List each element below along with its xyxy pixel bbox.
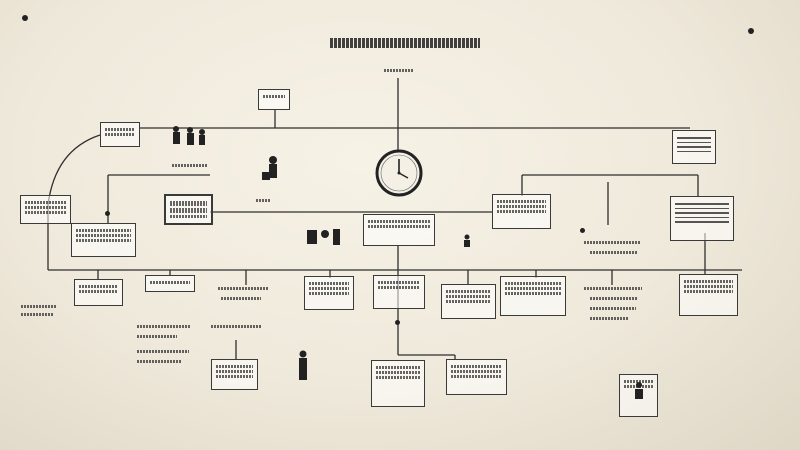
person-figure-icon bbox=[635, 382, 643, 399]
diagram-node bbox=[20, 195, 71, 224]
diagram-node bbox=[145, 275, 195, 292]
diagram-node bbox=[71, 223, 136, 257]
pushpin-icon bbox=[105, 211, 110, 216]
diagram-node bbox=[679, 274, 738, 316]
note-text bbox=[21, 313, 54, 316]
person-figure-icon bbox=[464, 234, 470, 247]
diagram-title bbox=[330, 38, 480, 48]
note-text bbox=[256, 199, 270, 202]
note-text bbox=[137, 360, 181, 363]
note-text bbox=[590, 317, 628, 320]
note-text bbox=[172, 164, 208, 167]
document-icon bbox=[670, 196, 734, 241]
diagram-node bbox=[363, 214, 435, 246]
pushpin-icon bbox=[22, 15, 28, 21]
clock-icon bbox=[375, 149, 423, 197]
note-text bbox=[137, 350, 189, 353]
person-figure-icon bbox=[262, 156, 277, 180]
note-text bbox=[584, 287, 642, 290]
diagram-node bbox=[500, 276, 566, 316]
note-text bbox=[211, 325, 261, 328]
pushpin-icon bbox=[748, 28, 754, 34]
document-icon bbox=[672, 130, 716, 164]
note-text bbox=[137, 325, 191, 328]
diagram-node bbox=[100, 122, 140, 147]
note-text bbox=[137, 335, 177, 338]
diagram-node bbox=[492, 194, 551, 229]
note-text bbox=[218, 287, 268, 290]
diagram-node bbox=[74, 279, 123, 306]
diagram-node bbox=[304, 276, 354, 310]
note-text bbox=[590, 307, 636, 310]
diagram-node bbox=[441, 284, 496, 319]
pushpin-icon bbox=[395, 320, 400, 325]
note-text bbox=[584, 241, 640, 244]
person-figure-icon bbox=[307, 229, 340, 245]
top-label bbox=[384, 69, 414, 72]
note-text bbox=[590, 297, 638, 300]
person-figure-icon bbox=[173, 126, 205, 145]
person-figure-icon bbox=[299, 350, 307, 380]
note-text bbox=[21, 305, 56, 308]
pushpin-icon bbox=[580, 228, 585, 233]
diagram-node bbox=[373, 275, 425, 309]
diagram-node bbox=[258, 89, 290, 110]
note-text bbox=[221, 297, 261, 300]
note-text bbox=[590, 251, 638, 254]
diagram-node bbox=[446, 359, 507, 395]
diagram-node bbox=[371, 360, 425, 407]
diagram-node bbox=[211, 359, 258, 390]
diagram-node bbox=[164, 194, 213, 225]
